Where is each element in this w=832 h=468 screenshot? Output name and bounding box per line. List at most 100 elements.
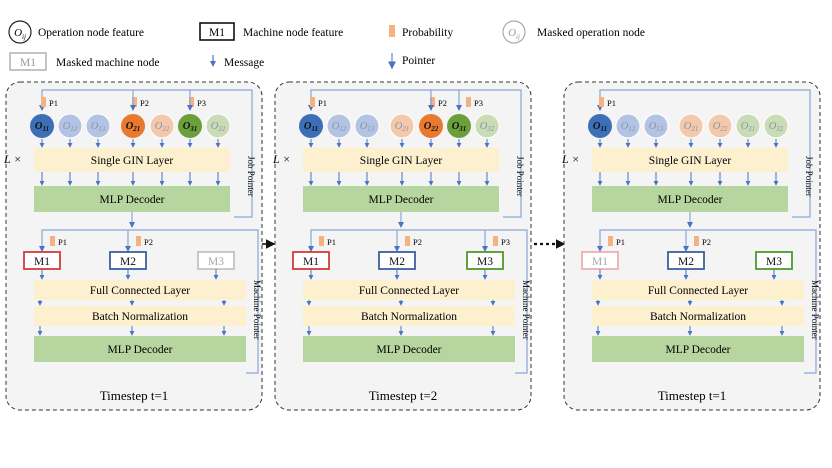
operation-node-label: O31 xyxy=(183,121,198,133)
legend-operation-node-label: Operation node feature xyxy=(38,27,144,39)
legend-probability: Probability xyxy=(389,25,453,39)
mlp-decoder-label: MLP Decoder xyxy=(107,344,172,356)
operation-node xyxy=(326,113,352,139)
job-pointer-label: Job Pointer xyxy=(246,156,256,197)
machine-node-label: M2 xyxy=(120,256,136,268)
batch-norm-box xyxy=(592,306,804,326)
machine-probability-label: P1 xyxy=(327,237,336,247)
legend-probability-icon xyxy=(389,25,395,37)
operation-node xyxy=(474,113,500,139)
mlp-decoder-box xyxy=(592,336,804,362)
operation-node-label: O21 xyxy=(395,121,410,133)
operation-node xyxy=(763,113,789,139)
operation-node-label: O13 xyxy=(360,121,375,133)
job-pointer-line xyxy=(39,89,253,218)
legend-message: Message xyxy=(210,55,264,69)
job-probability-label: P3 xyxy=(197,98,206,108)
job-probability-label: P2 xyxy=(438,98,447,108)
machine-probability-bar xyxy=(694,236,699,246)
machine-pointer-line xyxy=(597,229,817,374)
timestep-label: Timestep t=2 xyxy=(369,388,438,403)
batch-norm-box xyxy=(303,306,515,326)
machine-node-label: M3 xyxy=(766,256,782,268)
gin-layer-box xyxy=(303,148,499,172)
operation-node-label: O12 xyxy=(332,121,347,133)
job-probability-label: P1 xyxy=(49,98,58,108)
machine-probability-bar xyxy=(136,236,141,246)
machine-node-label: M2 xyxy=(678,256,694,268)
machine-probability-label: P2 xyxy=(413,237,422,247)
machine-probability-bar xyxy=(319,236,324,246)
gin-layer-box xyxy=(592,148,788,172)
operation-node-label: O32 xyxy=(480,121,495,133)
machine-probability-bar xyxy=(493,236,498,246)
machine-node-label: M2 xyxy=(389,256,405,268)
operation-node xyxy=(615,113,641,139)
fc-layer-box xyxy=(34,280,246,300)
operation-node xyxy=(299,114,323,138)
legend-operation-node-icon xyxy=(8,20,32,44)
legend-masked-machine-icon xyxy=(9,52,47,71)
operation-node-label: O21 xyxy=(684,121,699,133)
machine-probability-bar xyxy=(50,236,55,246)
operation-node xyxy=(30,114,54,138)
batch-norm-label: Batch Normalization xyxy=(361,311,457,323)
machine-probability-label: P2 xyxy=(702,237,711,247)
mlp-decoder-box xyxy=(34,186,230,212)
operation-node-label: O22 xyxy=(424,121,439,133)
legend-pointer-label: Pointer xyxy=(402,55,435,67)
job-probability-bar xyxy=(189,97,194,107)
operation-node xyxy=(121,114,145,138)
machine-probability-label: P3 xyxy=(501,237,510,247)
batch-norm-box xyxy=(34,306,246,326)
operation-node-label: O31 xyxy=(452,121,467,133)
legend-masked-operation-label: Masked operation node xyxy=(537,27,645,39)
legend-masked-machine-label: Masked machine node xyxy=(56,57,159,69)
operation-node-label: O11 xyxy=(304,121,318,133)
mlp-decoder-box xyxy=(592,186,788,212)
operation-node xyxy=(85,113,111,139)
layer-repeat-label: L × xyxy=(3,152,22,166)
job-probability-bar xyxy=(41,97,46,107)
job-probability-bar xyxy=(599,97,604,107)
gin-layer-label: Single GIN Layer xyxy=(91,155,174,167)
operation-node xyxy=(419,114,443,138)
legend-masked-operation-symbol: Oij xyxy=(508,27,520,41)
operation-node-label: O12 xyxy=(621,121,636,133)
fc-layer-box xyxy=(592,280,804,300)
operation-node xyxy=(354,113,380,139)
legend-machine-node-icon xyxy=(199,22,235,41)
job-probability-label: P1 xyxy=(607,98,616,108)
legend-masked-operation-node: Oij Masked operation node xyxy=(502,20,645,44)
legend-machine-node-symbol: M1 xyxy=(209,27,225,39)
gin-layer-label: Single GIN Layer xyxy=(649,155,732,167)
job-pointer-line xyxy=(308,89,522,218)
mlp-decoder-box xyxy=(303,336,515,362)
operation-node-label: O32 xyxy=(769,121,784,133)
machine-pointer-label: Machine Pointer xyxy=(252,280,262,340)
machine-pointer-label: Machine Pointer xyxy=(521,280,531,340)
mlp-decoder-label: MLP Decoder xyxy=(99,194,164,206)
job-probability-bar xyxy=(310,97,315,107)
legend-probability-label: Probability xyxy=(402,27,453,39)
batch-norm-label: Batch Normalization xyxy=(92,311,188,323)
legend-operation-node: Oij Operation node feature xyxy=(8,20,144,44)
legend: Oij Operation node feature M1 Machine no… xyxy=(8,20,645,71)
layer-repeat-label: L × xyxy=(272,152,291,166)
legend-masked-machine-node: M1 Masked machine node xyxy=(9,52,159,71)
operation-node xyxy=(707,113,733,139)
layer-repeat-label: L × xyxy=(561,152,580,166)
machine-probability-bar xyxy=(608,236,613,246)
job-probability-label: P1 xyxy=(318,98,327,108)
operation-node xyxy=(205,113,231,139)
machine-node-label: M1 xyxy=(303,256,319,268)
operation-node xyxy=(447,114,471,138)
fc-layer-label: Full Connected Layer xyxy=(648,285,748,297)
gin-layer-label: Single GIN Layer xyxy=(360,155,443,167)
job-probability-bar xyxy=(132,97,137,107)
timestep-label: Timestep t=1 xyxy=(100,388,169,403)
